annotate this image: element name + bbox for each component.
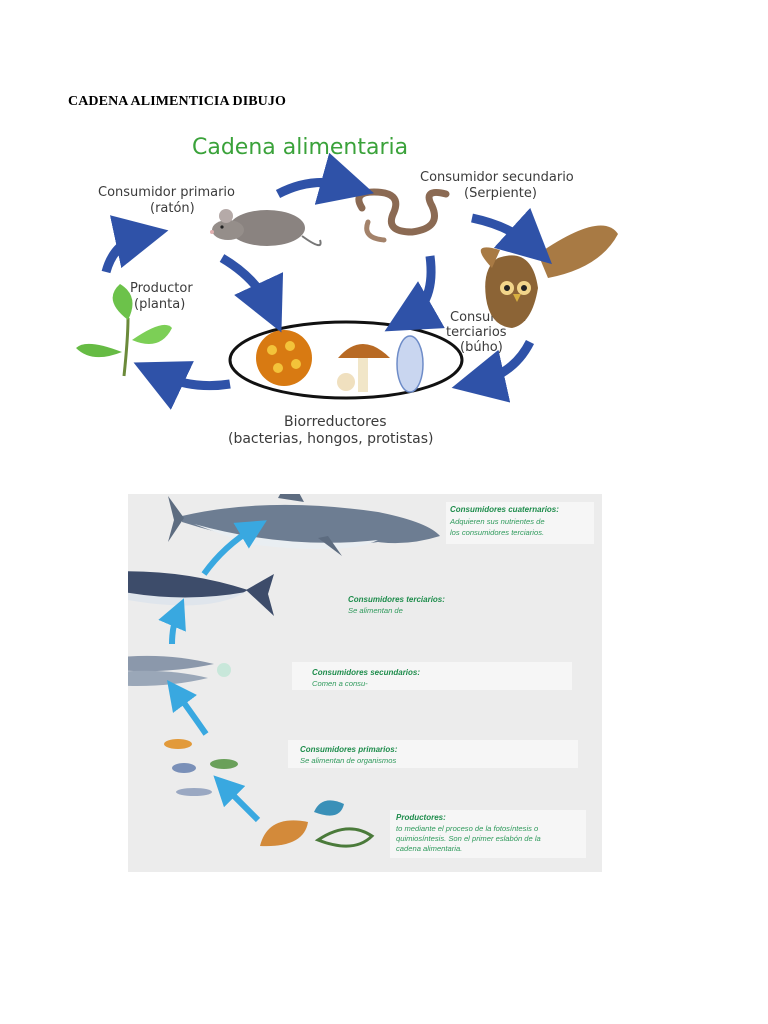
svg-text:terciarios: terciarios [446, 325, 507, 340]
svg-text:Productores:: Productores: [396, 813, 446, 822]
figure-title: Cadena alimentaria [192, 135, 408, 160]
svg-text:Consumidor secundario: Consumidor secundario [420, 170, 574, 185]
level-secondary-label: Consumidores secundarios: Comen a consu- [292, 662, 572, 690]
trophic-arrows [158, 520, 267, 823]
arrow-snake-to-owl [471, 207, 552, 265]
level-quaternary-label: Consumidores cuaternarios: Adquieren sus… [446, 502, 594, 544]
zooplankton-illustration [164, 739, 238, 796]
label-productor: Productor (planta) [130, 281, 193, 312]
owl-illustration [480, 225, 618, 328]
snake-illustration [355, 188, 450, 243]
svg-text:Productor: Productor [130, 281, 193, 296]
arrow-producers-to-primary [213, 775, 261, 823]
svg-text:Consumidor primario: Consumidor primario [98, 185, 235, 200]
svg-text:(búho): (búho) [460, 340, 503, 355]
label-biorreductores: Biorreductores (bacterias, hongos, proti… [228, 414, 434, 447]
decomposers-oval [228, 320, 464, 400]
svg-text:Consumidores cuaternarios:: Consumidores cuaternarios: [450, 505, 559, 514]
phytoplankton-illustration [260, 800, 375, 848]
svg-text:los consumidores terciarios.: los consumidores terciarios. [450, 528, 544, 537]
svg-text:(Serpiente): (Serpiente) [464, 186, 537, 201]
svg-text:Biorreductores: Biorreductores [284, 414, 387, 430]
arrow-primary-to-secondary [167, 679, 209, 736]
arrow-snake-to-decomposers [384, 255, 445, 332]
svg-text:(bacterias, hongos, protistas): (bacterias, hongos, protistas) [228, 431, 434, 447]
svg-text:quimiosíntesis. Son el primer: quimiosíntesis. Son el primer eslabón de… [396, 834, 541, 843]
svg-text:Consumidores terciarios:: Consumidores terciarios: [348, 595, 445, 604]
label-consumidor-secundario: Consumidor secundario (Serpiente) [420, 170, 574, 201]
food-chain-cycle-figure: Cadena alimentaria Consumidor primario (… [62, 128, 642, 458]
arrow-mouse-to-decomposers [219, 254, 284, 333]
arrow-plant-to-mouse [101, 215, 169, 274]
cycle-arrows [101, 152, 552, 410]
arrow-mouse-to-snake [275, 152, 375, 205]
svg-text:Consumidores secundarios:: Consumidores secundarios: [312, 668, 420, 677]
document-heading: CADENA ALIMENTICIA DIBUJO [68, 94, 286, 109]
arrow-secondary-to-tertiary [158, 598, 186, 645]
level-tertiary-label: Consumidores terciarios: Se alimentan de [348, 595, 445, 615]
arrow-decomposers-to-plant [133, 361, 231, 410]
svg-text:Se alimentan de: Se alimentan de [348, 606, 403, 615]
plant-illustration [76, 284, 172, 377]
arrow-tertiary-to-quaternary [201, 520, 267, 576]
arrow-owl-to-decomposers [451, 339, 535, 403]
label-consumidor-primario: Consumidor primario (ratón) [98, 185, 235, 216]
marine-food-chain-figure: Consumidores cuaternarios: Adquieren sus… [78, 476, 602, 872]
svg-text:Se alimentan de organismos: Se alimentan de organismos [300, 756, 396, 765]
level-producers-label: Productores: to mediante el proceso de l… [390, 810, 586, 858]
mouse-illustration [210, 209, 322, 247]
svg-text:Adquieren sus nutrientes de: Adquieren sus nutrientes de [449, 517, 545, 526]
svg-text:to mediante el proceso de la f: to mediante el proceso de la fotosíntesi… [396, 824, 538, 833]
svg-text:Consumidores primarios:: Consumidores primarios: [300, 745, 398, 754]
svg-text:Comen a consu-: Comen a consu- [312, 679, 368, 688]
svg-text:(planta): (planta) [134, 297, 185, 312]
svg-text:cadena alimentaria.: cadena alimentaria. [396, 844, 462, 853]
level-primary-label: Consumidores primarios: Se alimentan de … [288, 740, 578, 768]
svg-text:(ratón): (ratón) [150, 201, 195, 216]
